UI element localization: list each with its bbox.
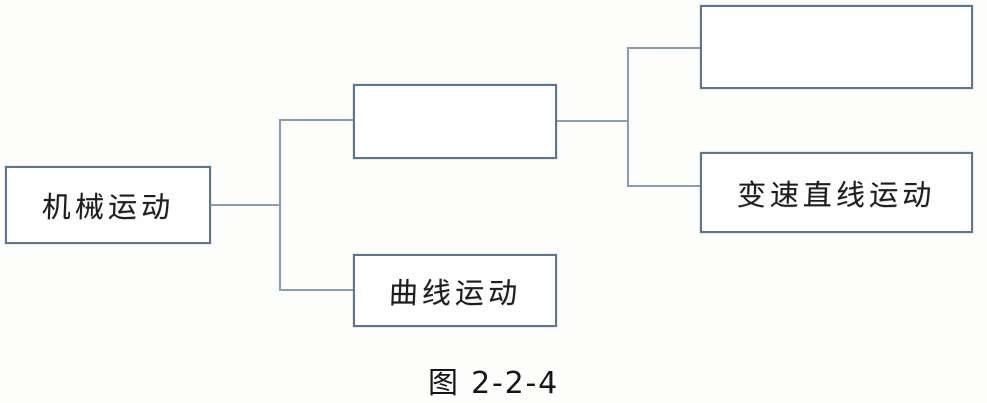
node-branch-lower[interactable]: 曲线运动 — [353, 254, 557, 327]
node-root[interactable]: 机械运动 — [5, 166, 211, 244]
node-leaf-lower-label: 变速直线运动 — [736, 177, 937, 212]
figure-caption: 图 2-2-4 — [427, 366, 560, 401]
node-branch-lower-label: 曲线运动 — [388, 275, 522, 310]
node-branch-upper-blank[interactable] — [353, 84, 557, 159]
node-leaf-lower[interactable]: 变速直线运动 — [700, 152, 973, 233]
node-leaf-upper-blank[interactable] — [700, 5, 973, 89]
node-root-label: 机械运动 — [41, 190, 175, 224]
